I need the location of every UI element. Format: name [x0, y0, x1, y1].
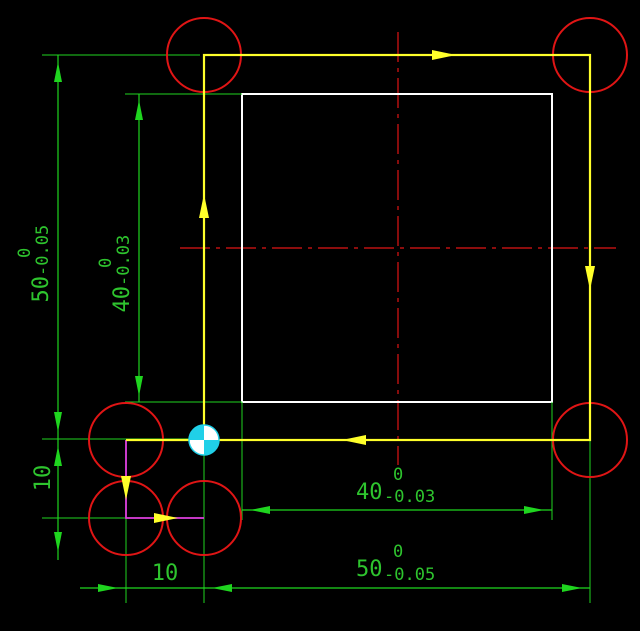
dim-outer-width-upper: 0	[393, 542, 403, 562]
direction-arrow-right	[585, 266, 595, 290]
arrow-lead-bottom	[54, 532, 62, 552]
arrow-inner-width-left	[250, 506, 270, 514]
dim-inner-height-lower: -0.03	[114, 235, 134, 286]
dim-inner-width-lower: -0.03	[384, 487, 435, 507]
dim-outer-width-nominal: 50	[356, 557, 383, 582]
part-outline	[241, 93, 553, 403]
arrow-outer-width-right	[562, 584, 582, 592]
dim-text-inner-height: 40 0 -0.03	[96, 235, 135, 313]
tool-path-rect	[202, 53, 592, 442]
direction-arrow-top	[432, 50, 456, 60]
dim-outer-height-lower: -0.05	[33, 225, 53, 276]
start-point-icon	[188, 424, 220, 456]
dim-outer-height-nominal: 50	[29, 276, 54, 303]
dim-lead-horizontal-nominal: 10	[152, 561, 179, 586]
start-point-quadrant-2	[189, 440, 204, 455]
arrow-inner-width-right	[524, 506, 544, 514]
arrow-outer-height-bottom	[54, 412, 62, 432]
dim-outer-width-lower: -0.05	[384, 565, 435, 585]
direction-arrow-bottom	[342, 435, 366, 445]
arrow-outer-width-left	[212, 584, 232, 592]
dim-inner-height-nominal: 40	[110, 286, 135, 313]
dim-text-lead-vertical: 10	[31, 465, 56, 492]
dim-inner-width-nominal: 40	[356, 480, 383, 505]
extension-lines	[42, 54, 591, 603]
dim-text-outer-height: 50 0 -0.05	[15, 225, 54, 303]
dim-lead-vertical-nominal: 10	[31, 465, 56, 492]
arrow-lead-width-left	[98, 584, 118, 592]
dimension-arrows	[54, 62, 582, 592]
direction-arrow-icon	[121, 50, 595, 523]
direction-arrow-lead-vertical	[121, 476, 131, 500]
centerlines	[180, 32, 616, 465]
dim-outer-height-upper: 0	[15, 248, 35, 258]
start-point-ring	[188, 424, 220, 456]
arrow-inner-height-top	[135, 100, 143, 120]
dim-text-outer-width: 50 0 -0.05	[356, 542, 435, 585]
arrow-outer-height-top	[54, 62, 62, 82]
arrow-lead-top	[54, 446, 62, 466]
direction-arrow-lead-horizontal	[154, 513, 178, 523]
start-point-quadrant-1	[204, 425, 219, 440]
direction-arrow-left	[199, 194, 209, 218]
dim-inner-height-upper: 0	[96, 258, 116, 268]
arrow-inner-height-bottom	[135, 376, 143, 396]
dim-text-inner-width: 40 0 -0.03	[356, 465, 435, 507]
dim-inner-width-upper: 0	[393, 465, 403, 485]
